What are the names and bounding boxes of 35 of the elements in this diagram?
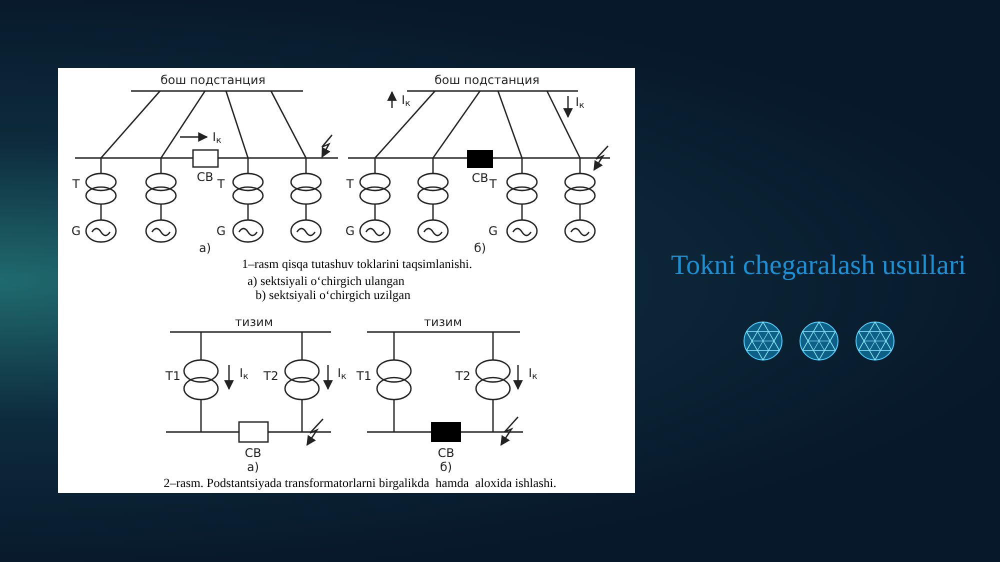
diagram-label: тизим	[424, 316, 462, 328]
slide-title: Tokni chegaralash usullari	[670, 249, 968, 283]
diagram-label: I$_{к}$	[338, 367, 346, 379]
diagram-label: G	[345, 225, 355, 237]
diagram-label: I$_{к}$	[212, 131, 222, 143]
diagram-label: Т	[217, 178, 225, 190]
diagram-label: СВ	[244, 447, 262, 459]
diagram-label: I$_{к}$	[240, 367, 248, 379]
diagram-label: G	[488, 225, 498, 237]
diagram-label: Т	[72, 178, 80, 190]
diagram-label: G	[216, 225, 226, 237]
caption-line: a) sektsiyali o‘chirgich ulangan	[248, 274, 404, 288]
diagram-label: СВ	[196, 171, 214, 183]
diagram-label: T1	[356, 370, 372, 382]
diagram-label: СВ	[472, 172, 488, 184]
diagram-label: T2	[264, 370, 278, 382]
diagram-label: а)	[246, 461, 260, 473]
diagram-label: T1	[166, 370, 180, 382]
diagram-label: а)	[198, 242, 212, 254]
diagram-label: G	[71, 225, 81, 237]
diagram-label: бош подстанция	[434, 74, 540, 86]
diagram-label: СВ	[438, 447, 454, 459]
caption-line: b) sektsiyali o‘chirgich uzilgan	[256, 288, 410, 302]
diagram-label: бош подстанция	[160, 74, 266, 86]
diagram-label: I$_{к}$	[528, 367, 538, 379]
diagram-label: Т	[489, 178, 497, 190]
diagram-label: I$_{к}$	[402, 94, 410, 106]
diagram-label: тизим	[234, 316, 274, 328]
diagram-label: Т	[346, 178, 354, 190]
diagram-label: I$_{к}$	[576, 96, 584, 108]
diagram-label: б)	[440, 461, 452, 473]
figure-caption: 2–rasm. Podstantsiyada transformatorlarni birgalikda hamda aloxida ishlashi.	[164, 476, 556, 490]
figure-caption: 1–rasm qisqa tutashuv toklarini taqsimlanishi.	[242, 258, 472, 270]
diagram-label: T2	[456, 370, 470, 382]
diagram-label: б)	[474, 242, 486, 254]
